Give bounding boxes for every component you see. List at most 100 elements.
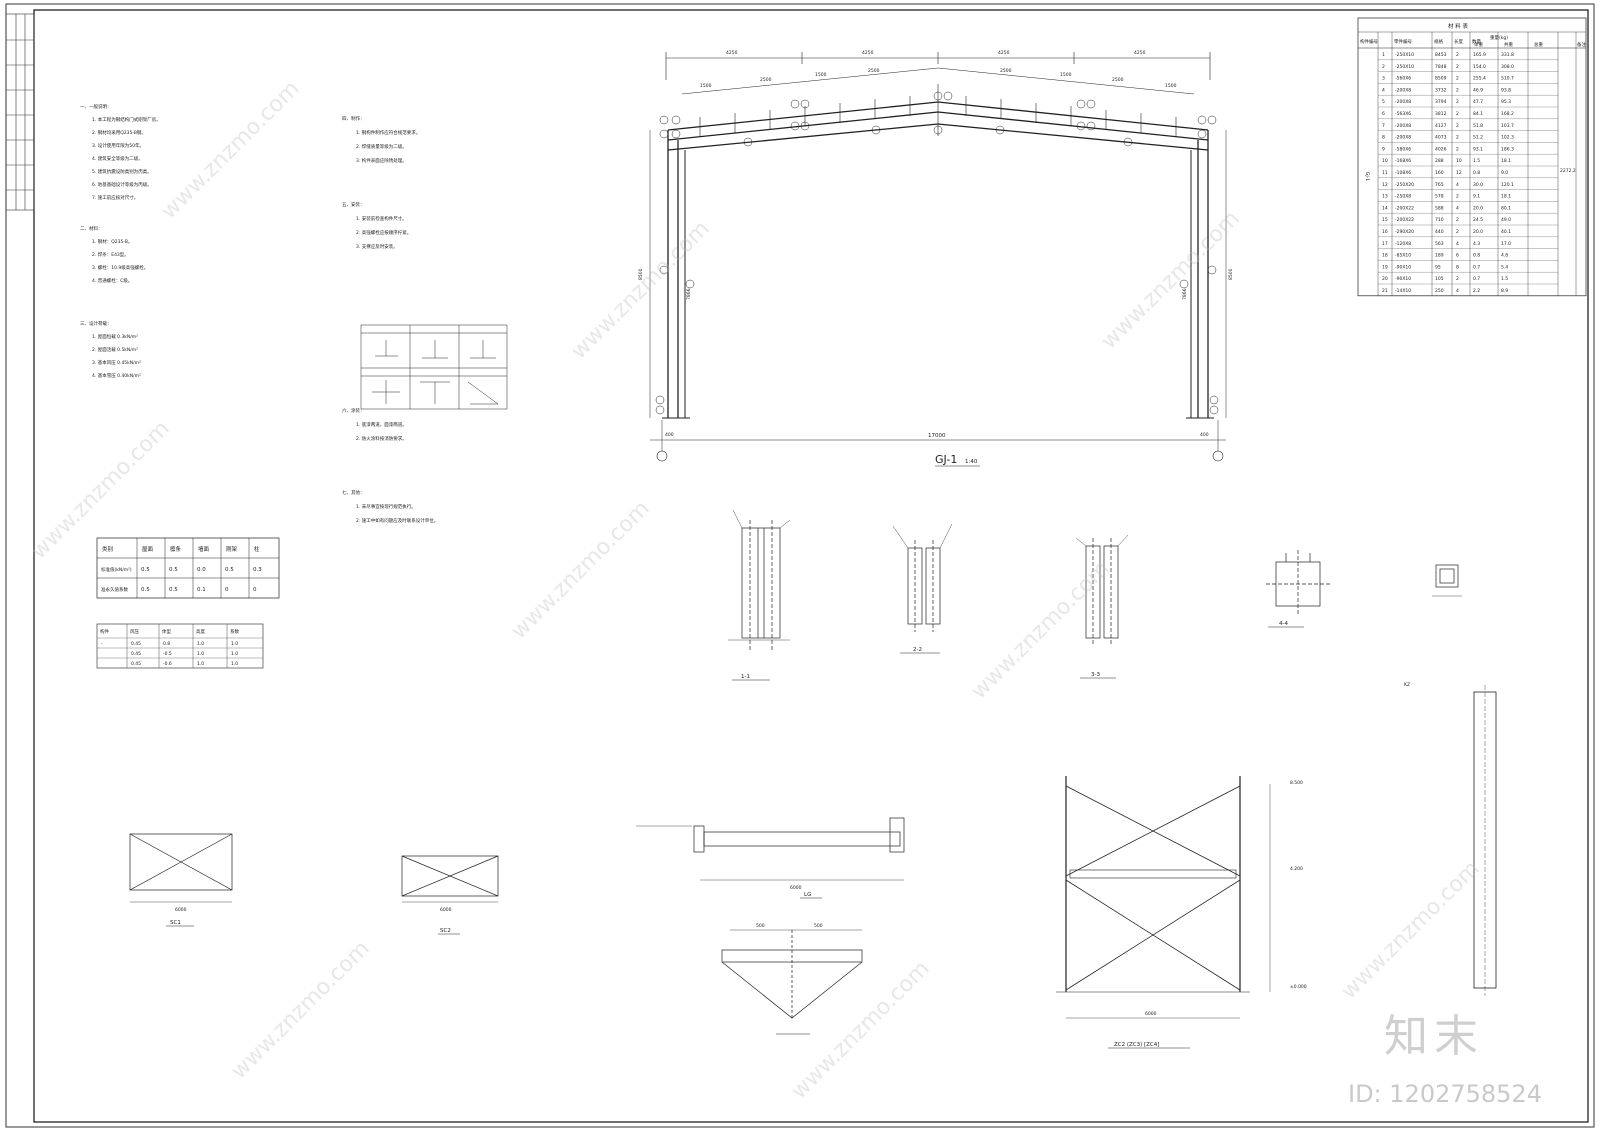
material-table-header: 重量(kg) — [1490, 34, 1508, 41]
brand-logo: 知末 — [1384, 1011, 1484, 1062]
gj1-roof-dim-5: 2500 — [1000, 68, 1012, 74]
plate-detail — [1432, 564, 1462, 597]
gj1-top-dim-1: 4250 — [726, 50, 738, 56]
material-table-header: 零件编号 — [1394, 38, 1412, 45]
material-table-cell: 189 — [1435, 253, 1444, 259]
material-table-cell: 10 — [1456, 158, 1462, 164]
gj1-roof-dim-7: 2500 — [1112, 77, 1124, 83]
material-table-cell: 8.9 — [1501, 288, 1508, 294]
notes-line: 3. 螺栓：10.9级高强螺栓。 — [92, 264, 148, 271]
material-table-cell: 168.2 — [1501, 111, 1514, 117]
material-table-cell: -200X22 — [1395, 217, 1414, 223]
material-table-cell: 165.9 — [1473, 52, 1486, 58]
notes-line: 7. 施工前应核对尺寸。 — [92, 194, 138, 201]
section-4-4-detail — [1266, 550, 1330, 628]
material-table-cell: 2 — [1456, 146, 1459, 152]
material-table-cell: 40.1 — [1501, 229, 1511, 235]
sc2-width: 6000 — [440, 907, 452, 913]
material-table-cell: 1 — [1382, 52, 1385, 58]
material-table-cell: -580X6 — [1395, 146, 1411, 152]
material-table-cell: 103.7 — [1501, 123, 1514, 129]
left-title-strip — [5, 13, 35, 211]
material-table-header: 数量 — [1472, 38, 1481, 45]
material-table-cell: 7848 — [1435, 64, 1447, 70]
material-table-cell: -200X8 — [1395, 87, 1411, 93]
wind-table-cell: 0.45 — [131, 641, 141, 647]
material-table-cell: 2 — [1456, 52, 1459, 58]
material-table-cell: 4073 — [1435, 135, 1447, 141]
material-table-cell: 2 — [1456, 276, 1459, 282]
material-table-cell: 102.3 — [1501, 135, 1514, 141]
gj1-scale: 1:40 — [965, 459, 978, 465]
material-table-cell: 9 — [1382, 146, 1385, 152]
wind-table-header: 系数 — [230, 628, 239, 635]
notes-line-2: 1. 未尽事宜按现行规范执行。 — [356, 503, 416, 510]
notes-line-2: 1. 安装前检查构件尺寸。 — [356, 215, 407, 222]
load-table-cell: 准永久值系数 — [101, 586, 128, 593]
material-table-cell: -563X6 — [1395, 111, 1411, 117]
material-table-cell: -14X10 — [1395, 288, 1411, 294]
watermark-text-8: www.znzmo.com — [787, 956, 935, 1104]
material-table-cell: 2 — [1456, 111, 1459, 117]
material-table-cell: 21 — [1382, 288, 1388, 294]
material-table-cell: 710 — [1435, 217, 1444, 223]
xg-dim-left: 500 — [756, 923, 765, 929]
material-table-header: 单重 — [1474, 41, 1483, 48]
material-table-cell: 288 — [1435, 158, 1444, 164]
material-table-cell: -250X10 — [1395, 52, 1414, 58]
wind-table-cell: 0.8 — [163, 641, 170, 647]
material-table-header: 备注 — [1577, 41, 1586, 48]
material-table-cell: -168X6 — [1395, 158, 1411, 164]
notes-line: 4. 基本雪压 0.40kN/m² — [92, 372, 141, 379]
material-table-cell: 105 — [1435, 276, 1444, 282]
material-table-cell: 95 — [1435, 264, 1441, 270]
weld-symbol-table — [360, 324, 508, 410]
material-table-cell: 4 — [1456, 182, 1459, 188]
notes-line: 一、一般说明： — [80, 103, 112, 110]
material-table-cell: 2 — [1456, 135, 1459, 141]
zc-width: 6000 — [1145, 1011, 1157, 1017]
material-table-cell: 2 — [1456, 99, 1459, 105]
notes-line-2: 2. 施工中如有问题应及时联系设计单位。 — [356, 517, 438, 524]
gj1-frame-elevation — [649, 52, 1227, 467]
wind-table-cell: 1.0 — [197, 651, 204, 657]
material-table-cell: 0.8 — [1473, 253, 1480, 259]
wind-table-cell: -0.5 — [163, 651, 172, 657]
load-table-header: 类别 — [102, 545, 113, 553]
material-table-cell: 17 — [1382, 241, 1388, 247]
kz-column-label: KZ — [1404, 682, 1410, 688]
notes-line-2: 2. 防火涂料按消防要求。 — [356, 435, 407, 442]
material-table-cell: 120.1 — [1501, 182, 1514, 188]
notes-line-2: 1. 钢构件制作应符合规范要求。 — [356, 129, 420, 136]
material-table-cell: 20 — [1382, 276, 1388, 282]
wind-table-cell: 0.45 — [131, 661, 141, 667]
sc1-bracing — [129, 833, 233, 927]
gj1-roof-dim-8: 1500 — [1165, 83, 1177, 89]
material-table-cell: 49.0 — [1501, 217, 1511, 223]
gj1-col-height-left2: 7866 — [686, 288, 692, 300]
material-table-cell: 19 — [1382, 264, 1388, 270]
load-table-cell: 0.3 — [253, 567, 262, 573]
material-table-cell: 3 — [1382, 76, 1385, 82]
watermark-text-7: www.znzmo.com — [227, 936, 375, 1084]
material-table-cell: 250 — [1435, 288, 1444, 294]
material-table-cell: 18.1 — [1501, 194, 1511, 200]
material-table-cell: 160 — [1435, 170, 1444, 176]
material-table-cell: 9.1 — [1473, 194, 1480, 200]
load-table-cell: 0.5 — [225, 567, 234, 573]
gj1-title: GJ-1 — [935, 453, 957, 466]
material-table-cell: 4.8 — [1501, 253, 1508, 259]
wind-table-cell: 1.0 — [197, 641, 204, 647]
material-table-cell: 4 — [1456, 205, 1459, 211]
notes-line-2: 四、制作： — [342, 115, 365, 122]
material-table-cell: 154.0 — [1473, 64, 1486, 70]
gj1-roof-dim-4: 2500 — [868, 68, 880, 74]
wind-table-cell: - — [101, 642, 103, 647]
material-table-cell: -200X8 — [1395, 123, 1411, 129]
material-table-cell: 11 — [1382, 170, 1388, 176]
gj1-top-dim-2: 4250 — [862, 50, 874, 56]
material-table-cell: 0.7 — [1473, 276, 1480, 282]
material-table-cell: 3812 — [1435, 111, 1447, 117]
load-table-cell: 0.5 — [169, 567, 178, 573]
